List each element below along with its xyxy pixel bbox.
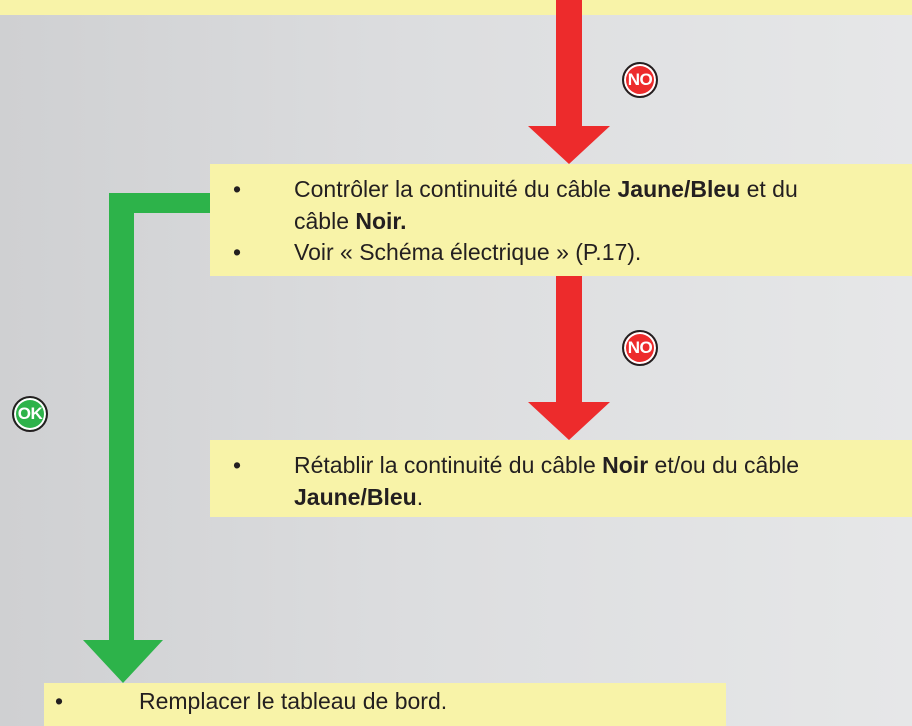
list-item: • Rétablir la continuité du câble Noir e…	[210, 450, 912, 513]
restore-cable-box: • Rétablir la continuité du câble Noir e…	[210, 440, 912, 517]
step1-text-post: et du	[740, 176, 798, 202]
step1-bold-cable2: Noir.	[355, 207, 407, 234]
step2-bold-cable: Noir	[602, 452, 649, 478]
step2-text-pre: Rétablir la continuité du câble	[294, 452, 603, 478]
no-arrow-2	[528, 276, 610, 440]
step3-text: Remplacer le tableau de bord.	[139, 688, 448, 714]
step2-text-post: et/ou du câble	[648, 452, 800, 478]
ok-badge: OK	[12, 396, 48, 432]
list-item: • Remplacer le tableau de bord.	[44, 686, 726, 718]
step1-reference: Voir « Schéma électrique » (P.17).	[294, 239, 642, 266]
bullet: •	[233, 239, 242, 266]
bullet: •	[55, 688, 64, 714]
step1-text-pre: Contrôler la continuité du câble	[294, 176, 618, 202]
step1-bold-cable: Jaune/Bleu	[617, 176, 741, 202]
no-badge-2: NO	[622, 330, 658, 366]
no-arrow-1	[528, 0, 610, 164]
ok-arrow	[83, 193, 210, 683]
step1-text-pre2: câble	[294, 207, 356, 234]
step2-text-end: .	[416, 483, 424, 510]
bullet: •	[233, 176, 242, 202]
list-item: • Voir « Schéma électrique » (P.17).	[210, 237, 912, 269]
list-item: • Contrôler la continuité du câble Jaune…	[210, 174, 912, 237]
step2-bold-cable2: Jaune/Bleu	[294, 483, 417, 510]
check-cable-box: • Contrôler la continuité du câble Jaune…	[210, 164, 912, 276]
bullet: •	[233, 452, 242, 478]
previous-step-box	[0, 0, 912, 15]
replace-dashboard-box: • Remplacer le tableau de bord.	[44, 683, 726, 726]
no-badge-1: NO	[622, 62, 658, 98]
